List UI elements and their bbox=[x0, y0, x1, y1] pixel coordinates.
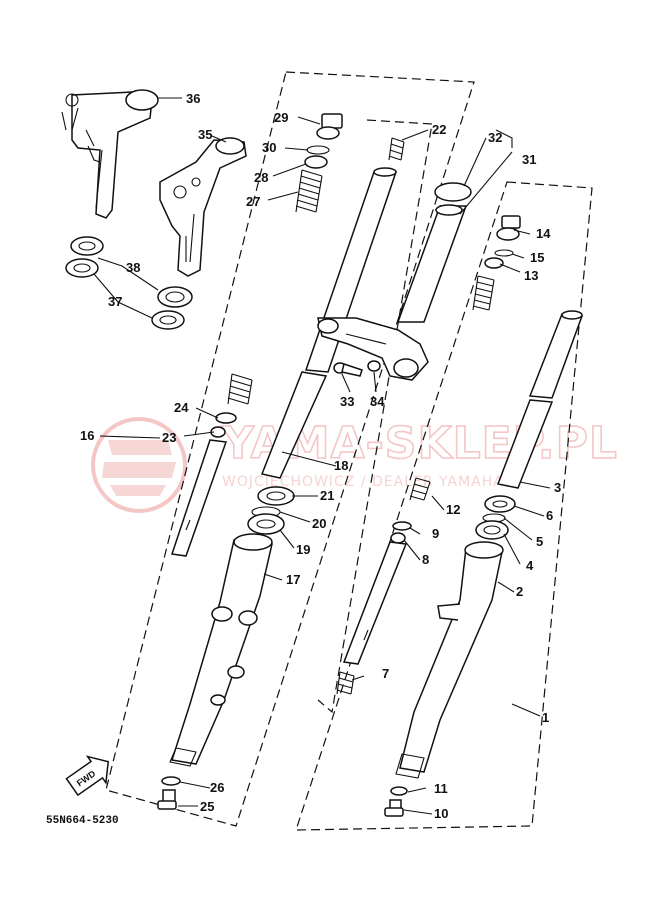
handlebar-holder-lower bbox=[159, 137, 247, 277]
callout-24: 24 bbox=[174, 400, 189, 415]
callout-17: 17 bbox=[286, 572, 300, 587]
outer-tube-group-boundary bbox=[317, 119, 433, 714]
oil-seal-left bbox=[247, 486, 295, 535]
outer-tube-right bbox=[395, 541, 504, 779]
callout-22: 22 bbox=[432, 122, 446, 137]
callout-36: 36 bbox=[186, 91, 200, 106]
callout-numbers: 36 35 38 37 29 30 28 27 22 32 31 14 15 1… bbox=[80, 91, 561, 821]
callout-30: 30 bbox=[262, 140, 276, 155]
watermark-subtitle: WOJCIECHOWICZ / DEALER YAMAHA bbox=[222, 474, 504, 490]
callout-9: 9 bbox=[432, 526, 439, 541]
callout-31: 31 bbox=[522, 152, 536, 167]
callout-19: 19 bbox=[296, 542, 310, 557]
callout-7: 7 bbox=[382, 666, 389, 681]
callout-5: 5 bbox=[536, 534, 543, 549]
callout-4: 4 bbox=[526, 558, 534, 573]
callout-11: 11 bbox=[434, 781, 448, 796]
callout-32: 32 bbox=[488, 130, 502, 145]
drawing-code: 55N664-5230 bbox=[46, 815, 119, 827]
callout-25: 25 bbox=[200, 799, 214, 814]
callout-3: 3 bbox=[554, 480, 561, 495]
fork-spring-right bbox=[388, 137, 495, 501]
callout-6: 6 bbox=[546, 508, 553, 523]
callout-37: 37 bbox=[108, 294, 122, 309]
handlebar-holder-upper bbox=[61, 89, 159, 219]
callout-38: 38 bbox=[126, 260, 140, 275]
fwd-direction-badge: FWD bbox=[65, 755, 110, 797]
callout-27: 27 bbox=[246, 194, 260, 209]
callout-2: 2 bbox=[516, 584, 523, 599]
callout-1: 1 bbox=[542, 710, 549, 725]
outer-tube-left bbox=[169, 533, 273, 767]
callout-35: 35 bbox=[198, 127, 212, 142]
callout-34: 34 bbox=[370, 394, 385, 409]
callout-33: 33 bbox=[340, 394, 354, 409]
leader-lines bbox=[93, 97, 551, 815]
oil-seal-right bbox=[475, 495, 516, 540]
cap-bolt-right bbox=[484, 215, 521, 269]
callout-14: 14 bbox=[536, 226, 551, 241]
callout-18: 18 bbox=[334, 458, 348, 473]
pinch-bolt bbox=[333, 360, 381, 377]
callout-13: 13 bbox=[524, 268, 538, 283]
callout-23: 23 bbox=[162, 430, 176, 445]
cap-bolt-left bbox=[304, 113, 343, 169]
drain-bolt-right bbox=[384, 786, 408, 817]
fork-spring-left bbox=[227, 169, 323, 405]
callout-16: 16 bbox=[80, 428, 94, 443]
callout-20: 20 bbox=[312, 516, 326, 531]
callout-15: 15 bbox=[530, 250, 544, 265]
damper-rod-right bbox=[342, 521, 412, 665]
drain-bolt-left bbox=[157, 776, 181, 810]
callout-10: 10 bbox=[434, 806, 448, 821]
watermark-logo-icon bbox=[91, 417, 187, 513]
dust-seals-left bbox=[65, 236, 193, 330]
under-bracket bbox=[317, 182, 472, 381]
assembly-1-boundary bbox=[295, 181, 593, 831]
inner-tube-right bbox=[496, 310, 584, 489]
callout-28: 28 bbox=[254, 170, 268, 185]
callout-12: 12 bbox=[446, 502, 460, 517]
callout-21: 21 bbox=[320, 488, 334, 503]
oil-lock-piece bbox=[336, 671, 355, 695]
callout-29: 29 bbox=[274, 110, 288, 125]
callout-26: 26 bbox=[210, 780, 224, 795]
assembly-16-boundary bbox=[105, 71, 475, 827]
callout-8: 8 bbox=[422, 552, 429, 567]
